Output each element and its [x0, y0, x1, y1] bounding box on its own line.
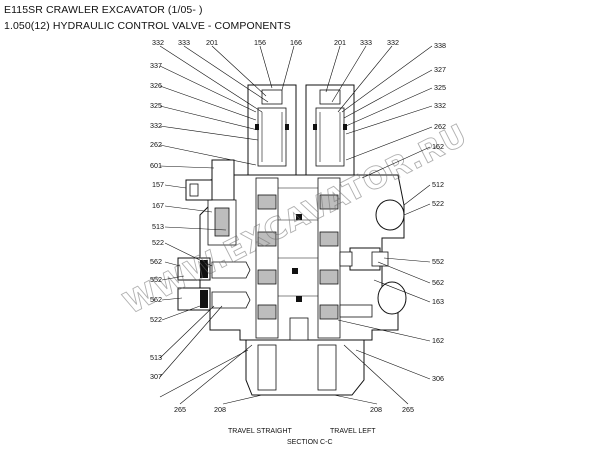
callouts-right: 338 327 325 332 262 162 512 522 552 562 …: [432, 41, 446, 383]
caption-travel-straight: TRAVEL STRAIGHT: [228, 428, 293, 435]
callout-label: 166: [290, 38, 302, 47]
callout-label: 162: [432, 336, 444, 345]
callouts-top: 332 333 201 156 166 201 333 332: [152, 38, 399, 47]
callout-label: 332: [152, 38, 164, 47]
leader-lines: [159, 45, 433, 405]
callout-label: 333: [360, 38, 372, 47]
callout-label: 332: [387, 38, 399, 47]
callout-label: 326: [150, 81, 162, 90]
callout-label: 332: [434, 101, 446, 110]
callout-label: 167: [152, 201, 164, 210]
callout-label: 307: [150, 372, 162, 381]
callout-label: 513: [150, 353, 162, 362]
callout-label: 601: [150, 161, 162, 170]
callout-label: 201: [334, 38, 346, 47]
callout-label: 208: [370, 405, 382, 414]
callout-label: 208: [214, 405, 226, 414]
caption-travel-left: TRAVEL LEFT: [330, 428, 376, 435]
callout-label: 325: [434, 83, 446, 92]
callout-label: 333: [178, 38, 190, 47]
diagram-subtitle: 1.050(12) HYDRAULIC CONTROL VALVE - COMP…: [4, 20, 291, 32]
callout-label: 337: [150, 61, 162, 70]
valve-body: [177, 84, 407, 396]
callout-label: 512: [432, 180, 444, 189]
callout-label: 552: [432, 257, 444, 266]
diagram-title: E115SR CRAWLER EXCAVATOR (1/05- ): [4, 4, 203, 16]
callout-label: 522: [432, 199, 444, 208]
callout-label: 157: [152, 180, 164, 189]
callout-label: 306: [432, 374, 444, 383]
section-captions: TRAVEL STRAIGHT TRAVEL LEFT SECTION C-C: [228, 428, 376, 446]
callout-label: 262: [434, 122, 446, 131]
callout-label: 265: [174, 405, 186, 414]
callout-label: 162: [432, 142, 444, 151]
callout-label: 562: [150, 257, 162, 266]
callout-label: 552: [150, 275, 162, 284]
callout-label: 201: [206, 38, 218, 47]
callout-label: 562: [150, 295, 162, 304]
callout-label: 522: [152, 238, 164, 247]
callout-label: 513: [152, 222, 164, 231]
callout-label: 325: [150, 101, 162, 110]
callout-label: 265: [402, 405, 414, 414]
callout-label: 562: [432, 278, 444, 287]
callout-label: 332: [150, 121, 162, 130]
callout-label: 262: [150, 140, 162, 149]
caption-section: SECTION C-C: [287, 439, 333, 446]
callouts-bottom: 265 208 208 265: [174, 405, 414, 414]
callouts-left: 337 326 325 332 262 601 157 167 513 522 …: [150, 61, 164, 381]
callout-label: 338: [434, 41, 446, 50]
callout-label: 156: [254, 38, 266, 47]
callout-label: 522: [150, 315, 162, 324]
callout-label: 163: [432, 297, 444, 306]
callout-label: 327: [434, 65, 446, 74]
